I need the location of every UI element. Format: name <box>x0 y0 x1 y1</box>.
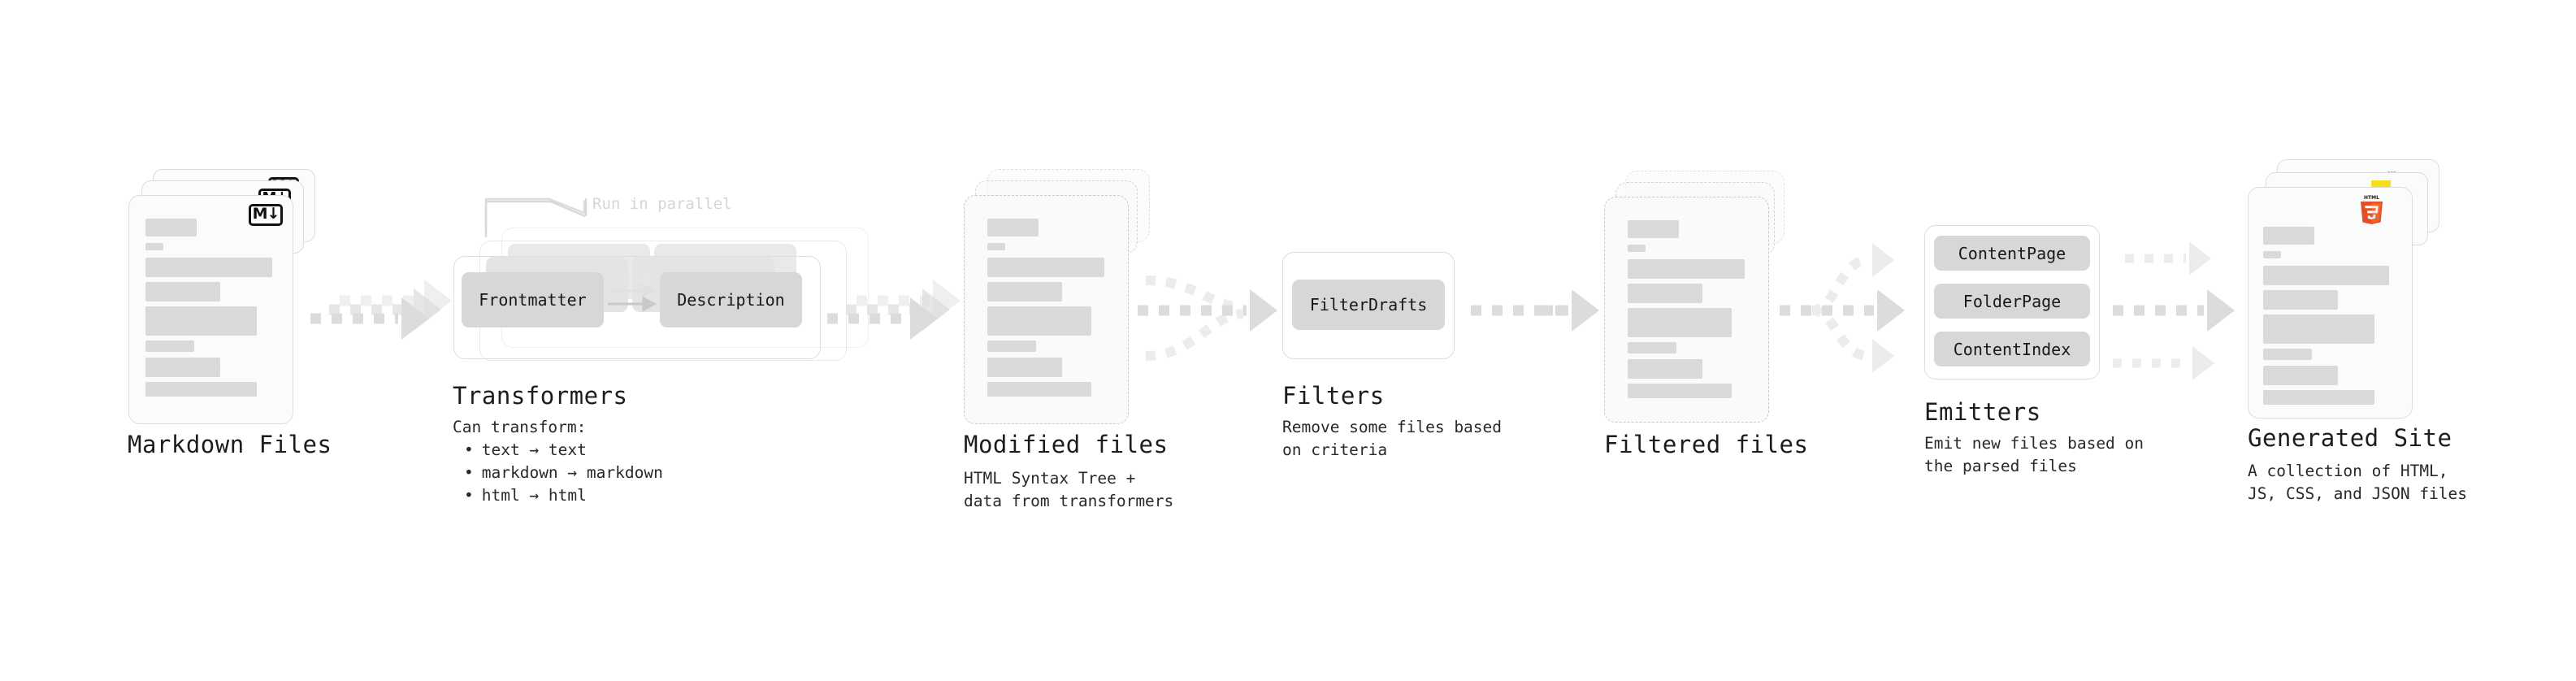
stage-desc-filters: Remove some files based on criteria <box>1282 418 1503 459</box>
content-bar <box>145 358 220 377</box>
content-bar <box>2263 251 2281 258</box>
content-bar <box>2263 227 2314 245</box>
content-bar <box>1628 384 1732 398</box>
content-bar <box>987 306 1091 336</box>
content-bar <box>987 258 1104 277</box>
content-bar <box>2263 290 2338 310</box>
filtered-file-card <box>1604 197 1769 423</box>
arrow-modified-to-filters <box>1138 275 1277 361</box>
transformer-pill-description[interactable]: Description <box>660 272 802 327</box>
markdown-file-card <box>128 195 293 424</box>
content-bar <box>145 340 194 352</box>
content-bar <box>1628 342 1676 354</box>
filter-pill-label: FilterDrafts <box>1309 295 1428 314</box>
content-bar <box>145 306 257 336</box>
markdown-badge: M↓ <box>249 204 283 226</box>
content-bar <box>145 243 163 250</box>
content-bar <box>987 219 1039 236</box>
transformer-pill-label: Frontmatter <box>479 290 587 310</box>
content-bar <box>987 340 1036 352</box>
content-bar <box>2263 390 2374 405</box>
stage-title-filtered-files: Filtered files <box>1604 431 1809 458</box>
arrow-emitters-to-site <box>2113 241 2235 380</box>
transformers-bullets: Can transform: text → text markdown → ma… <box>453 416 663 507</box>
stage-title-transformers: Transformers <box>453 382 628 410</box>
transformer-pill-frontmatter[interactable]: Frontmatter <box>462 272 604 327</box>
content-bar <box>2263 266 2389 285</box>
bullet-item: text → text <box>464 439 663 462</box>
content-bar <box>1628 245 1646 252</box>
emitter-pill-contentindex[interactable]: ContentIndex <box>1934 332 2090 367</box>
content-bar <box>1628 359 1702 379</box>
emitter-pill-contentpage[interactable]: ContentPage <box>1934 236 2090 271</box>
stage-title-modified-files: Modified files <box>964 431 1169 458</box>
stage-title-emitters: Emitters <box>1924 398 2041 426</box>
content-bar <box>145 258 272 277</box>
site-file-card <box>2248 187 2413 419</box>
content-bar <box>1628 308 1732 337</box>
emitter-pill-folderpage[interactable]: FolderPage <box>1934 284 2090 319</box>
content-bar <box>145 219 197 236</box>
emitter-pill-label: FolderPage <box>1962 291 2062 311</box>
modified-file-card <box>964 195 1129 424</box>
content-bar <box>987 382 1091 397</box>
content-bar <box>1628 220 1679 238</box>
arrow-markdown-to-transformers <box>310 280 452 340</box>
content-bar <box>1628 259 1745 279</box>
content-bar <box>2263 366 2338 385</box>
content-bar <box>987 243 1005 250</box>
arrow-filtered-to-emitters <box>1780 243 1905 373</box>
content-bar <box>145 382 257 397</box>
content-bar <box>987 282 1062 301</box>
content-bar <box>2263 349 2312 360</box>
stage-title-markdown-files: Markdown Files <box>128 431 332 458</box>
content-bar <box>2263 314 2374 344</box>
emitter-pill-label: ContentPage <box>1958 243 2066 263</box>
content-bar <box>145 282 220 301</box>
transformer-pill-label: Description <box>677 290 785 310</box>
bullet-item: markdown → markdown <box>464 462 663 484</box>
content-bar <box>1628 284 1702 303</box>
stage-desc-emitters: Emit new files based on the parsed files <box>1924 434 2144 475</box>
html5-badge: HTML <box>2359 193 2384 224</box>
run-in-parallel-label: Run in parallel <box>592 195 732 213</box>
stage-desc-generated-site: A collection of HTML, JS, CSS, and JSON … <box>2248 462 2468 503</box>
stage-title-filters: Filters <box>1282 382 1385 410</box>
stage-desc-modified-files: HTML Syntax Tree + data from transformer… <box>964 469 1174 510</box>
arrow-filters-to-filtered <box>1471 289 1599 332</box>
stage-title-generated-site: Generated Site <box>2248 424 2452 452</box>
bullet-item: html → html <box>464 484 663 507</box>
emitter-pill-label: ContentIndex <box>1953 339 2071 359</box>
svg-text:HTML: HTML <box>2364 195 2379 201</box>
bullets-header: Can transform: <box>453 418 587 436</box>
content-bar <box>987 358 1062 377</box>
transformer-box <box>453 256 821 359</box>
filter-pill-filterdrafts[interactable]: FilterDrafts <box>1292 280 1445 330</box>
